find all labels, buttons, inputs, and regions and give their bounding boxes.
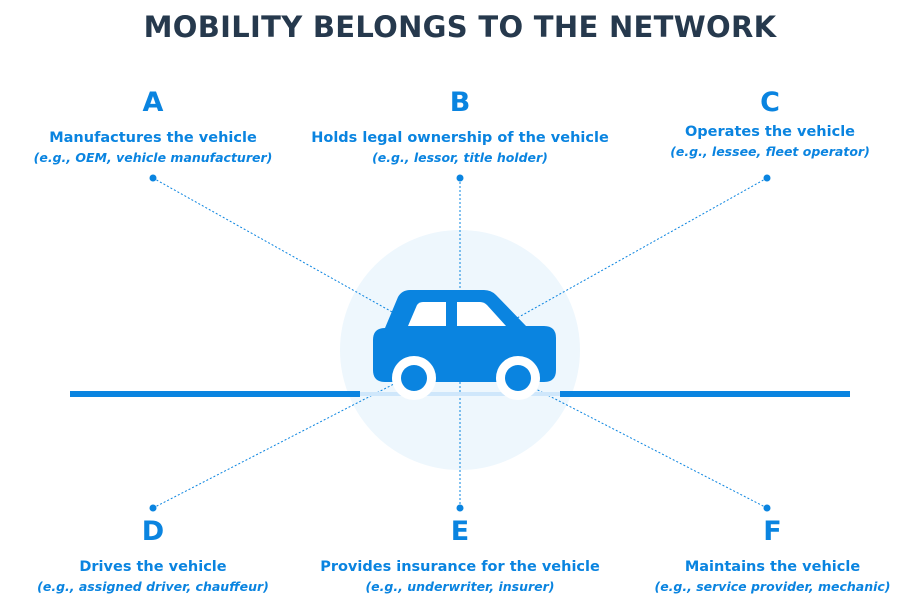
connector-dot-f <box>763 504 771 512</box>
role-example: (e.g., assigned driver, chauffeur) <box>37 579 269 594</box>
connector-dot-e <box>456 504 464 512</box>
role-example: (e.g., underwriter, insurer) <box>365 579 555 594</box>
connector-dot-c <box>763 174 771 182</box>
diagram-title: MOBILITY BELONGS TO THE NETWORK <box>143 10 777 44</box>
role-letter: F <box>763 516 782 547</box>
role-example: (e.g., OEM, vehicle manufacturer) <box>33 150 273 165</box>
role-letter: A <box>142 87 164 118</box>
role-description: Manufactures the vehicle <box>49 130 257 146</box>
role-example: (e.g., service provider, mechanic) <box>654 579 891 594</box>
role-d: D Drives the vehicle (e.g., assigned dri… <box>3 517 303 597</box>
role-e: E Provides insurance for the vehicle (e.… <box>290 517 630 597</box>
role-f: F Maintains the vehicle (e.g., service p… <box>630 517 915 597</box>
connector-line-f <box>459 349 768 509</box>
role-example: (e.g., lessee, fleet operator) <box>670 144 870 159</box>
role-letter: B <box>449 87 471 118</box>
role-b: B Holds legal ownership of the vehicle (… <box>290 88 630 168</box>
role-letter: E <box>450 516 470 547</box>
road-line-center <box>360 392 560 396</box>
role-description: Maintains the vehicle <box>684 559 861 575</box>
connector-dot-a <box>149 174 157 182</box>
role-c: C Operates the vehicle (e.g., lessee, fl… <box>630 88 910 162</box>
role-description: Provides insurance for the vehicle <box>320 559 600 575</box>
road-line-left <box>70 391 360 397</box>
role-description: Operates the vehicle <box>684 124 856 140</box>
role-letter: C <box>760 87 780 118</box>
role-description: Holds legal ownership of the vehicle <box>311 130 609 146</box>
connector-dot-d <box>149 504 157 512</box>
role-letter: D <box>141 516 165 547</box>
role-a: A Manufactures the vehicle (e.g., OEM, v… <box>3 88 303 168</box>
connector-dot-b <box>456 174 464 182</box>
road-line-right <box>560 391 850 397</box>
car-icon <box>373 290 556 400</box>
connector-line-d <box>152 349 461 509</box>
role-example: (e.g., lessor, title holder) <box>372 150 548 165</box>
role-description: Drives the vehicle <box>79 559 227 575</box>
